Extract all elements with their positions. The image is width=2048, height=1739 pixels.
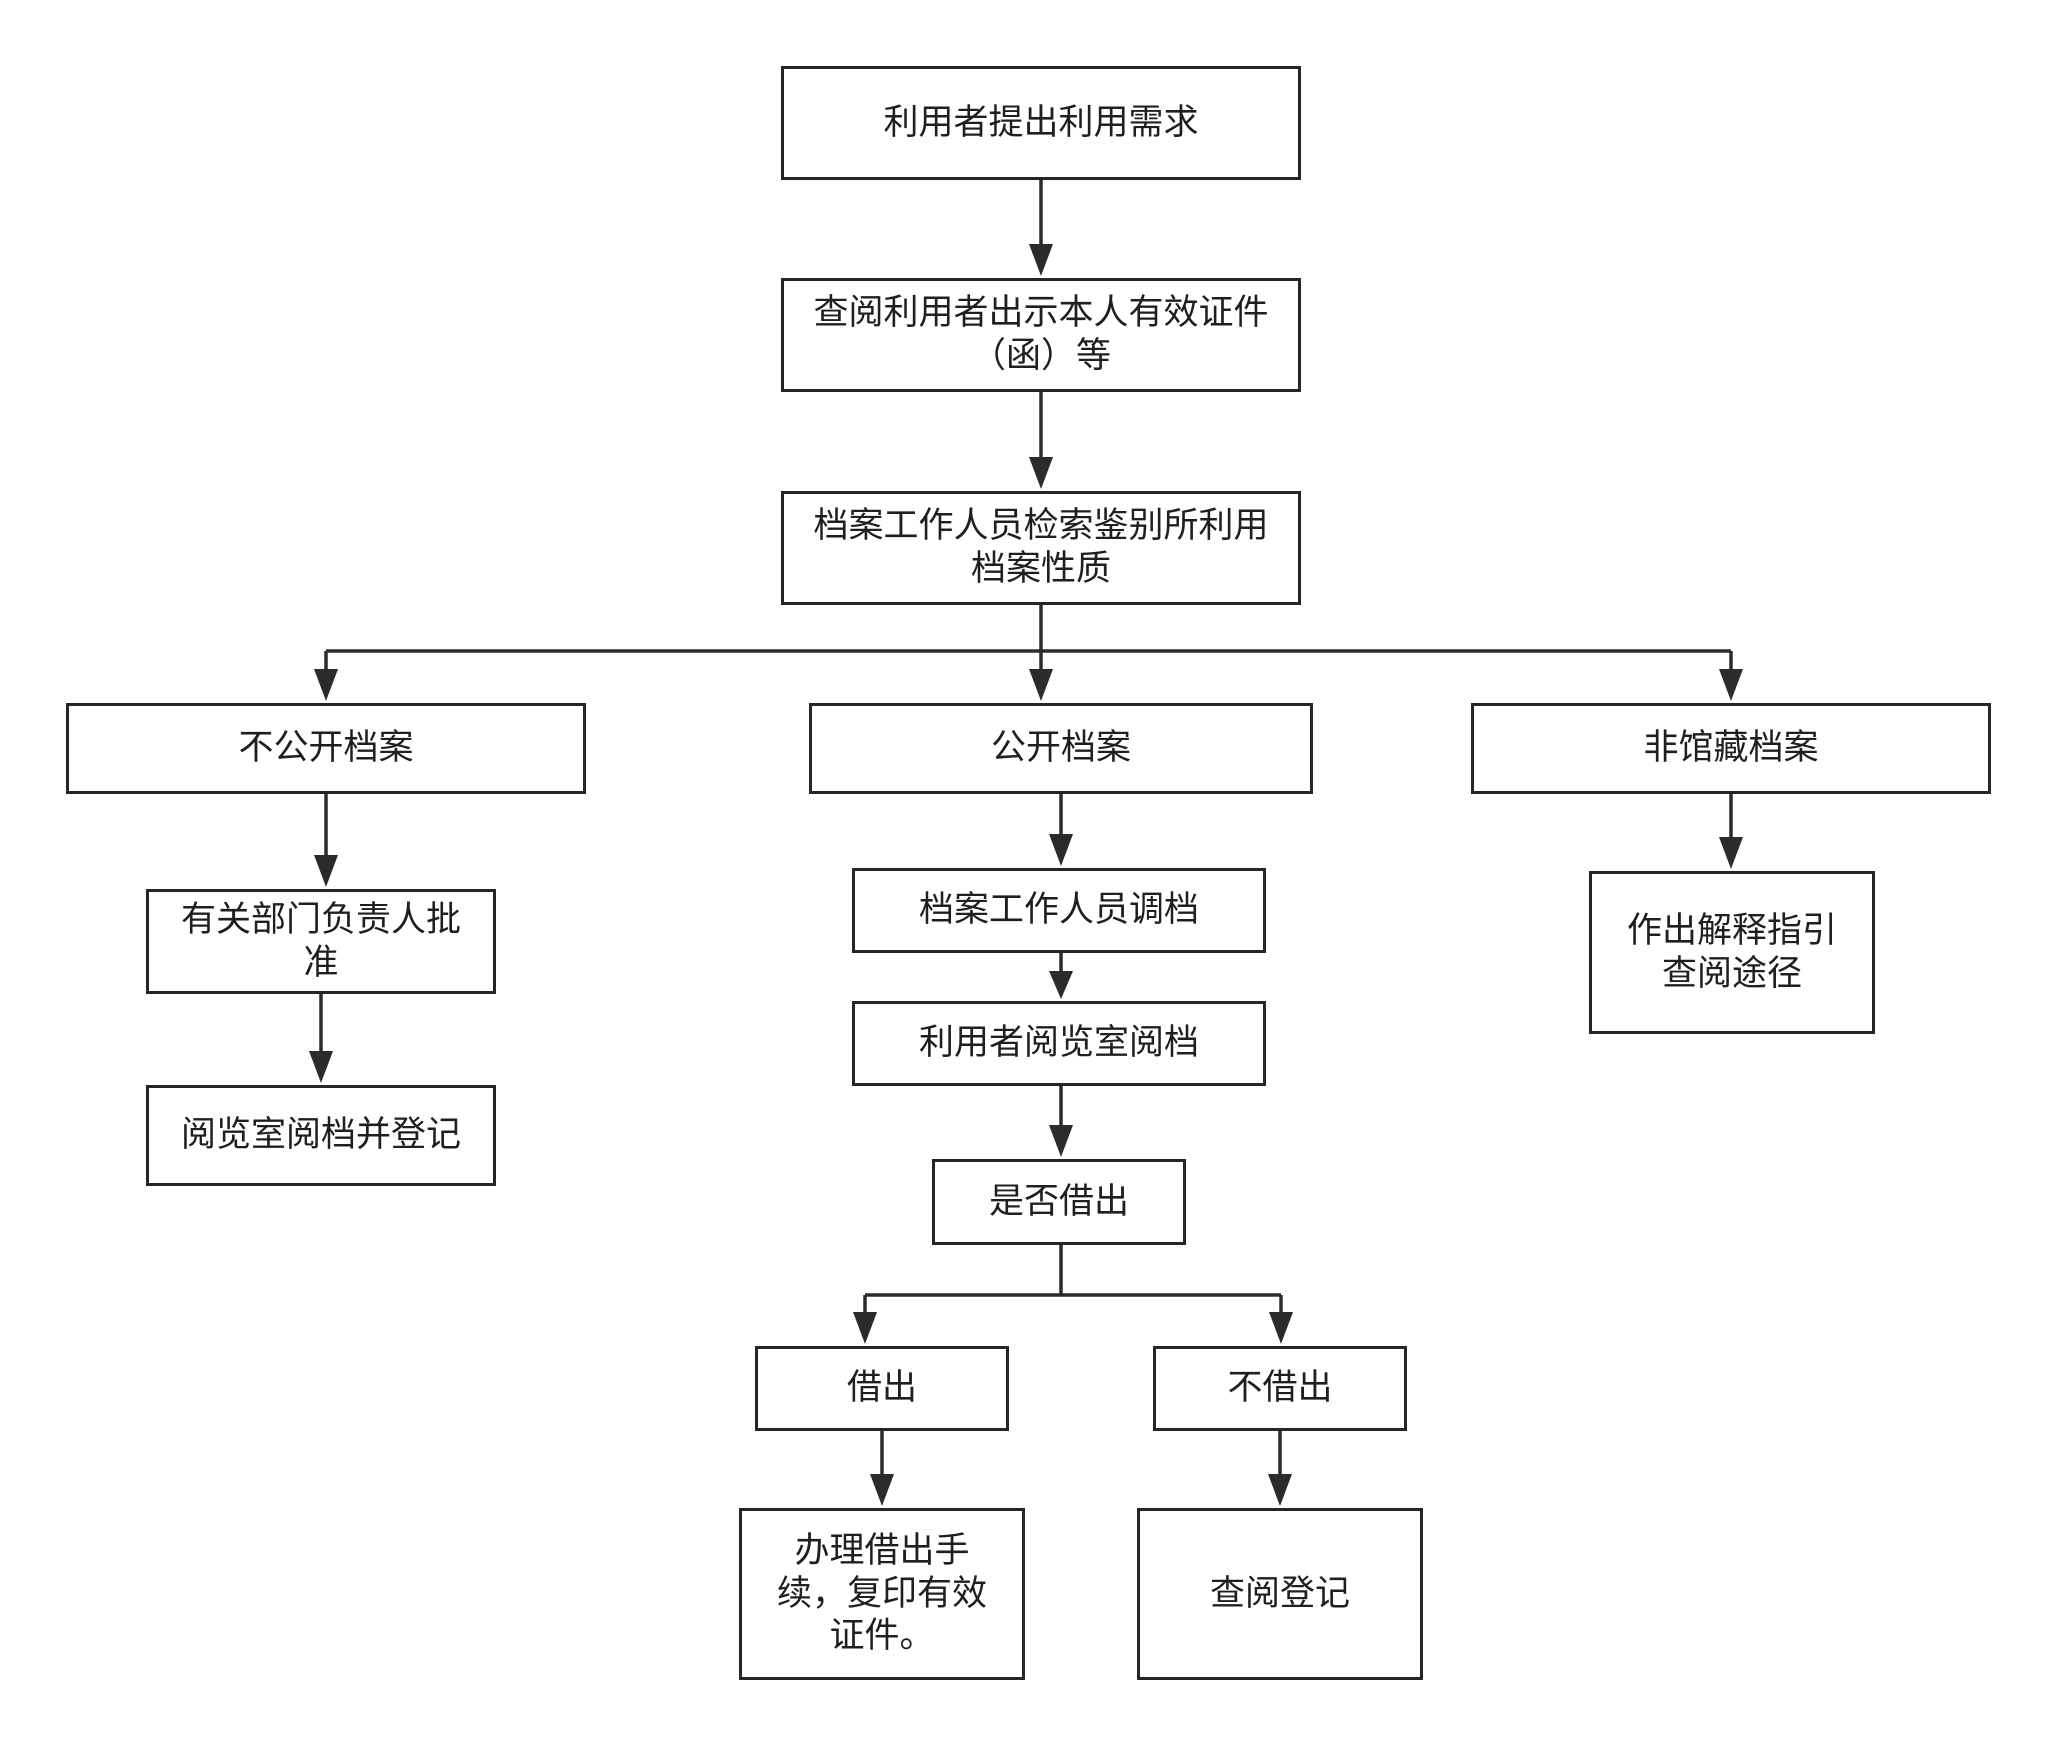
arrowhead-n7-n8 xyxy=(309,1051,333,1083)
node-explain-guide-label: 作出解释指引 查阅途径 xyxy=(1626,910,1837,994)
node-department-approval: 有关部门负责人批 准 xyxy=(146,889,496,994)
arrowhead-n11-n13 xyxy=(853,1312,877,1344)
arrowhead-n9-n10 xyxy=(1049,971,1073,999)
node-reading-room-register: 阅览室阅档并登记 xyxy=(146,1085,496,1186)
arrowhead-n11-n14 xyxy=(1269,1312,1293,1344)
node-staff-retrieve: 档案工作人员调档 xyxy=(852,868,1266,953)
node-user-reading-room: 利用者阅览室阅档 xyxy=(852,1001,1266,1086)
node-show-id: 查阅利用者出示本人有效证件 （函）等 xyxy=(781,278,1301,392)
node-reading-room-register-label: 阅览室阅档并登记 xyxy=(180,1115,461,1156)
arrowhead-n5-n9 xyxy=(1049,834,1073,866)
node-user-request: 利用者提出利用需求 xyxy=(781,66,1301,180)
node-user-request-label: 利用者提出利用需求 xyxy=(883,102,1199,143)
node-nonpublic-archive-label: 不公开档案 xyxy=(238,728,414,769)
node-lending-procedure-label: 办理借出手 续，复印有效 证件。 xyxy=(776,1530,987,1657)
node-lend-decision-label: 是否借出 xyxy=(988,1181,1129,1222)
node-show-id-label: 查阅利用者出示本人有效证件 （函）等 xyxy=(813,293,1269,376)
arrowhead-n13-n15 xyxy=(870,1474,894,1506)
node-no-lend-label: 不借出 xyxy=(1227,1368,1333,1409)
node-no-lend: 不借出 xyxy=(1153,1346,1407,1431)
node-staff-retrieve-label: 档案工作人员调档 xyxy=(918,890,1199,931)
node-access-register: 查阅登记 xyxy=(1137,1508,1423,1680)
node-nonpublic-archive: 不公开档案 xyxy=(66,703,586,794)
node-user-reading-room-label: 利用者阅览室阅档 xyxy=(918,1023,1199,1064)
arrowhead-n3-n6 xyxy=(1719,669,1743,701)
arrowhead-n3-n5 xyxy=(1029,669,1053,701)
node-non-collection-archive-label: 非馆藏档案 xyxy=(1643,728,1819,769)
node-staff-identify-label: 档案工作人员检索鉴别所利用 档案性质 xyxy=(813,506,1269,589)
node-access-register-label: 查阅登记 xyxy=(1209,1573,1350,1614)
node-explain-guide: 作出解释指引 查阅途径 xyxy=(1589,871,1875,1034)
node-lend-decision: 是否借出 xyxy=(932,1159,1186,1245)
arrowhead-n3-n4 xyxy=(314,669,338,701)
node-public-archive: 公开档案 xyxy=(809,703,1313,794)
arrowhead-n10-n11 xyxy=(1049,1125,1073,1157)
node-staff-identify: 档案工作人员检索鉴别所利用 档案性质 xyxy=(781,491,1301,605)
node-lend: 借出 xyxy=(755,1346,1009,1431)
node-department-approval-label: 有关部门负责人批 准 xyxy=(180,899,461,983)
arrowhead-n6-n12 xyxy=(1719,837,1743,869)
arrowhead-n1-n2 xyxy=(1029,244,1053,276)
node-non-collection-archive: 非馆藏档案 xyxy=(1471,703,1991,794)
node-public-archive-label: 公开档案 xyxy=(990,728,1131,769)
arrowhead-n14-n16 xyxy=(1268,1474,1292,1506)
node-lending-procedure: 办理借出手 续，复印有效 证件。 xyxy=(739,1508,1025,1680)
node-lend-label: 借出 xyxy=(846,1368,917,1409)
arrowhead-n4-n7 xyxy=(314,855,338,887)
arrowhead-n2-n3 xyxy=(1029,457,1053,489)
